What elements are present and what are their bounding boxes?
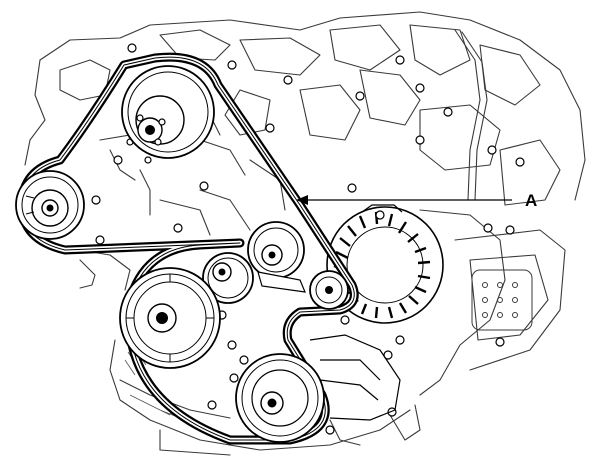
callout-a: A bbox=[296, 191, 537, 210]
tensioner-pulley bbox=[247, 221, 306, 293]
engine-block-outline bbox=[24, 11, 586, 456]
heat-shield bbox=[471, 269, 533, 331]
water-pump-pulley bbox=[121, 65, 215, 159]
callout-arrowhead bbox=[296, 195, 308, 205]
alternator-pulley bbox=[309, 270, 349, 310]
ac-compressor-body bbox=[309, 334, 401, 421]
ac-compressor-pulley bbox=[235, 353, 325, 443]
power-steering-pulley bbox=[15, 170, 85, 240]
callout-label: A bbox=[525, 191, 537, 210]
crankshaft-pulley bbox=[119, 267, 221, 369]
idler-pulley bbox=[202, 252, 254, 304]
